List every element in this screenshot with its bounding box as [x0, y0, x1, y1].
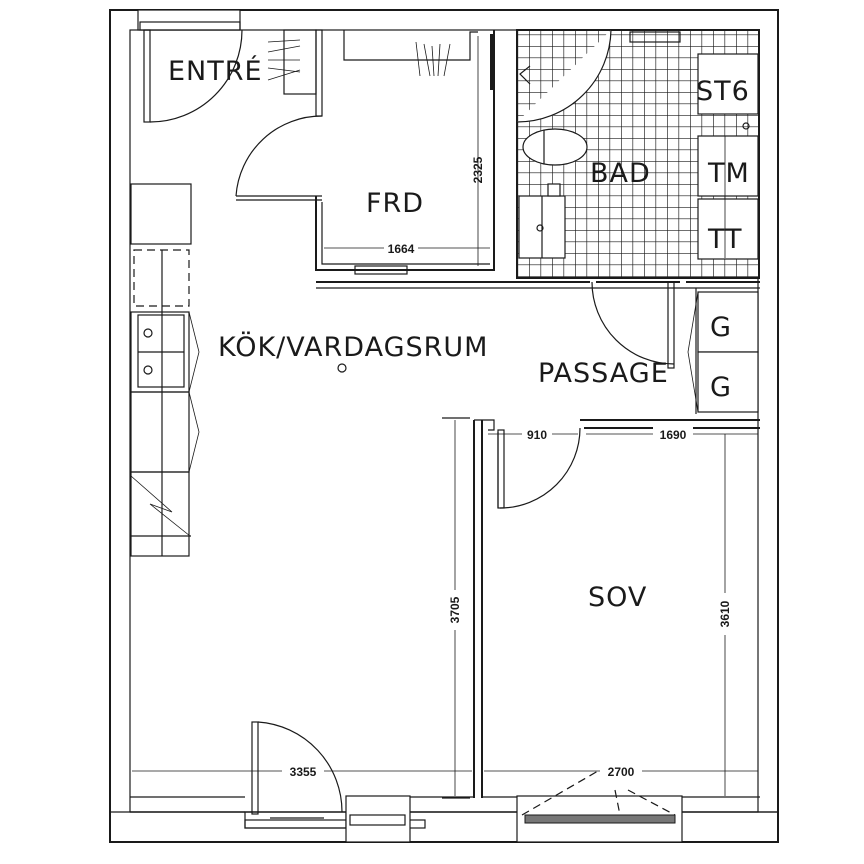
- dimension-kok-width: 3355: [132, 763, 472, 779]
- room-label-sov: SOV: [588, 582, 647, 613]
- dimension-frd-height: 2325: [471, 36, 485, 266]
- appliance-tm: [697, 135, 759, 197]
- appliance-label-tm: TM: [707, 158, 750, 189]
- bottom-wall: [130, 721, 778, 843]
- wardrobe-label-g1: G: [710, 312, 732, 343]
- stove-icon: [137, 314, 185, 388]
- svg-text:1690: 1690: [660, 428, 687, 442]
- svg-text:3610: 3610: [718, 600, 732, 627]
- svg-text:2700: 2700: [608, 765, 635, 779]
- room-label-entre: ENTRÉ: [168, 55, 263, 87]
- hanger-rail-icon: [415, 41, 451, 77]
- window-kitchen: [345, 795, 411, 843]
- dimension-sov-height: 3610: [716, 434, 734, 796]
- svg-text:2325: 2325: [471, 156, 485, 183]
- appliance-label-st6: ST6: [696, 76, 750, 107]
- room-frd: FRD 2325 1664: [235, 30, 495, 275]
- wardrobe-g1: [697, 291, 759, 353]
- ceiling-light-icon: [337, 363, 347, 373]
- kitchen-counter: [130, 183, 200, 557]
- svg-text:3355: 3355: [290, 765, 317, 779]
- room-label-passage: PASSAGE: [538, 358, 669, 389]
- coat-rack-icon: [267, 39, 301, 81]
- wardrobe-label-g2: G: [710, 372, 732, 403]
- wardrobe-g2: [697, 351, 759, 413]
- svg-text:3705: 3705: [448, 596, 462, 623]
- room-sov: SOV 910 1690 3610 2700: [473, 419, 760, 798]
- room-entre: ENTRÉ: [143, 29, 323, 123]
- appliance-tt: [697, 198, 759, 260]
- dimension-kok-height: 3705: [442, 417, 470, 799]
- appliance-label-tt: TT: [707, 224, 743, 255]
- dimension-sov-top: 1690: [586, 427, 758, 442]
- room-kok-vardagsrum: KÖK/VARDAGSRUM 3705 3355: [132, 331, 488, 799]
- dimension-passage-door: 910: [488, 427, 578, 442]
- room-label-bad: BAD: [590, 158, 651, 189]
- svg-text:1664: 1664: [388, 242, 415, 256]
- svg-text:910: 910: [527, 428, 547, 442]
- dimension-frd-width: 1664: [324, 240, 490, 256]
- room-bad: BAD ST6 TM TT: [516, 29, 760, 279]
- toilet-icon: [522, 128, 588, 166]
- dimension-sov-width: 2700: [484, 763, 758, 779]
- room-label-kok: KÖK/VARDAGSRUM: [218, 331, 488, 363]
- appliance-st6: [697, 53, 759, 115]
- room-passage: PASSAGE G G: [538, 281, 759, 414]
- room-label-frd: FRD: [366, 188, 424, 219]
